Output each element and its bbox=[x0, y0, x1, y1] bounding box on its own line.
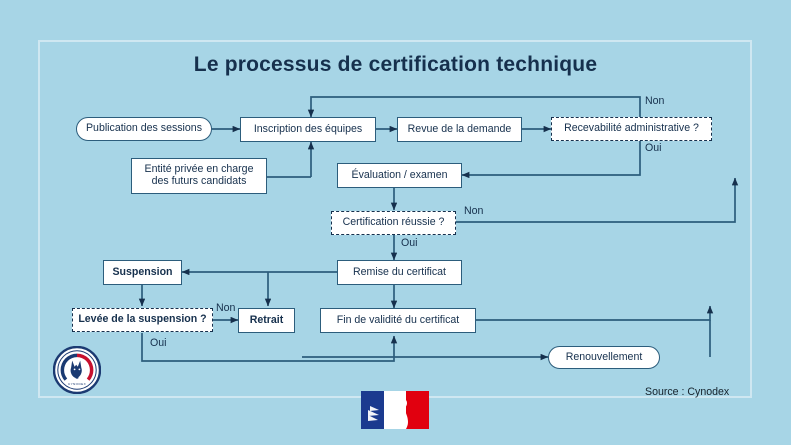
node-fin-de-validite-du-certificat[interactable]: Fin de validité du certificat bbox=[320, 308, 476, 333]
node-renouvellement[interactable]: Renouvellement bbox=[548, 346, 660, 369]
french-republic-marianne-flag-logo bbox=[361, 391, 429, 429]
node-levee-de-la-suspension[interactable]: Levée de la suspension ? bbox=[72, 308, 213, 332]
node-inscription-des-equipes[interactable]: Inscription des équipes bbox=[240, 117, 376, 142]
edge-label-recevabilite-non: Non bbox=[645, 95, 665, 107]
edge-label-levee-non: Non bbox=[216, 302, 236, 314]
node-suspension[interactable]: Suspension bbox=[103, 260, 182, 285]
edge-label-levee-oui: Oui bbox=[150, 337, 167, 349]
edge-label-certification-non: Non bbox=[464, 205, 484, 217]
node-remise-du-certificat[interactable]: Remise du certificat bbox=[337, 260, 462, 285]
node-retrait[interactable]: Retrait bbox=[238, 308, 295, 333]
node-evaluation-examen[interactable]: Évaluation / examen bbox=[337, 163, 462, 188]
source-credit: Source : Cynodex bbox=[645, 386, 730, 398]
edge-label-recevabilite-oui: Oui bbox=[645, 142, 662, 154]
node-entite-privee[interactable]: Entité privée en charge des futurs candi… bbox=[131, 158, 267, 194]
node-certification-reussie[interactable]: Certification réussie ? bbox=[331, 211, 456, 235]
node-publication-des-sessions[interactable]: Publication des sessions bbox=[76, 117, 212, 141]
edge-label-certification-oui: Oui bbox=[401, 237, 418, 249]
node-revue-de-la-demande[interactable]: Revue de la demande bbox=[397, 117, 522, 142]
node-recevabilite-administrative[interactable]: Recevabilité administrative ? bbox=[551, 117, 712, 141]
page-title: Le processus de certification technique bbox=[193, 53, 598, 76]
svg-text:CYNODEX: CYNODEX bbox=[68, 382, 86, 386]
cynodex-dog-emblem-logo: CYNODEX bbox=[53, 346, 101, 394]
